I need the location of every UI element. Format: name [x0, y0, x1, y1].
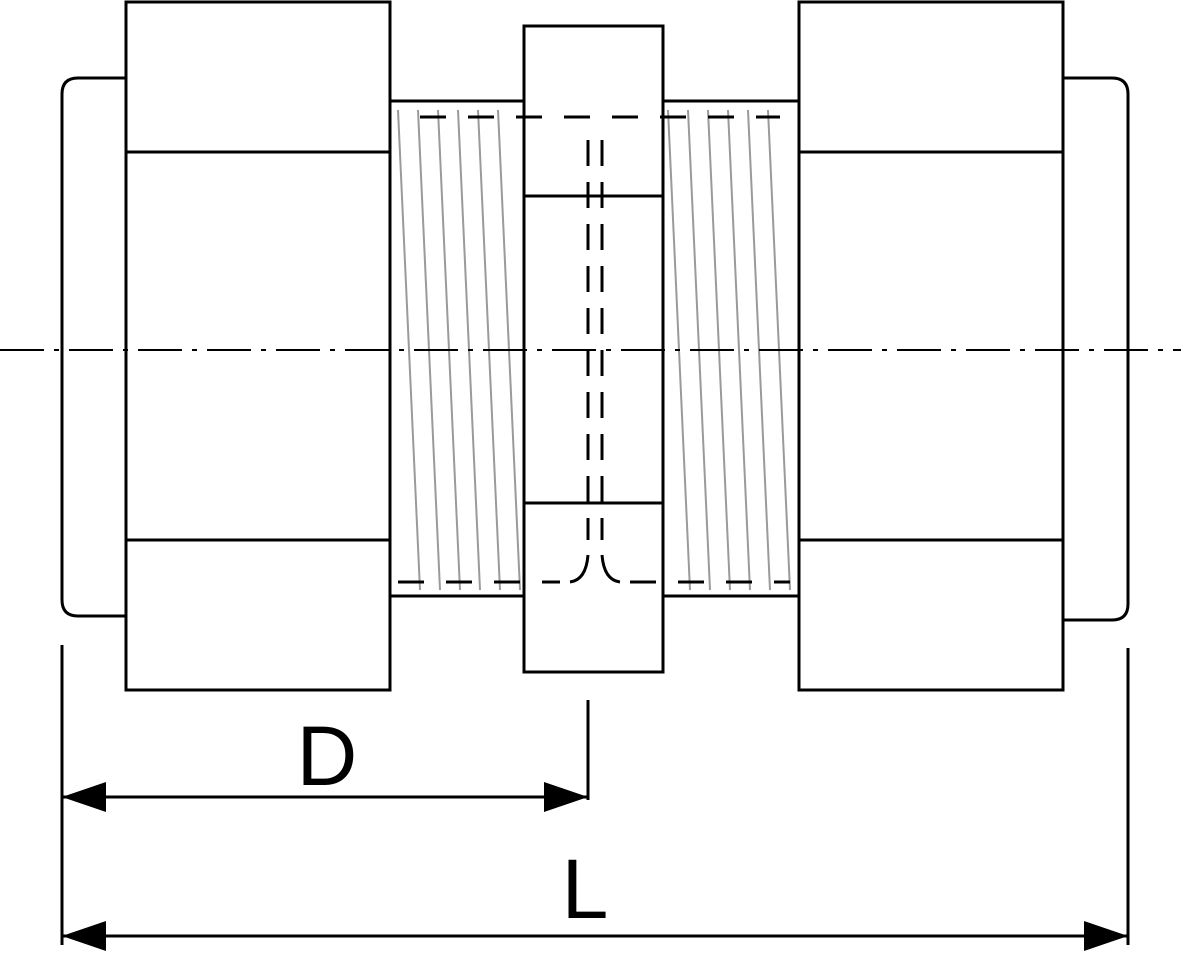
left-tube-end	[60, 76, 128, 618]
dimension-label-d: D	[297, 709, 358, 803]
arrowhead-l-right	[1084, 921, 1128, 951]
left-thread-section	[388, 99, 526, 598]
arrowhead-d-right	[544, 782, 588, 812]
dimension-l: L	[62, 648, 1130, 951]
left-union-nut	[124, 0, 392, 692]
right-tube-end	[1061, 76, 1130, 622]
right-thread-section	[661, 99, 801, 598]
arrowhead-l-left	[62, 921, 106, 951]
arrowhead-d-left	[62, 782, 106, 812]
right-union-nut	[797, 0, 1065, 692]
hidden-bore-lines	[398, 115, 790, 584]
dimension-label-l: L	[562, 842, 609, 936]
dimension-d: D	[60, 645, 590, 945]
